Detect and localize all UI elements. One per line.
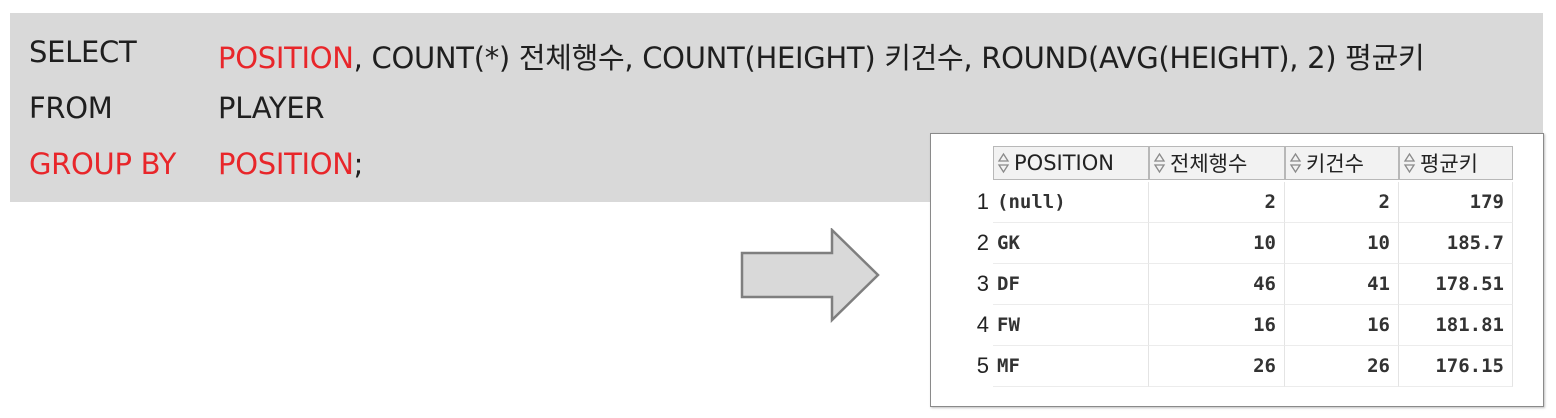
- query-result-grid: POSITION 전체행수 키건수 평균키 1 (null) 2: [930, 133, 1544, 407]
- column-header-height-count[interactable]: 키건수: [1285, 146, 1399, 180]
- sql-from-table: PLAYER: [218, 91, 325, 125]
- sql-select-position: POSITION: [218, 41, 354, 75]
- column-header-total-rows[interactable]: 전체행수: [1149, 146, 1285, 180]
- sort-updown-icon[interactable]: [1289, 152, 1302, 174]
- cell-position[interactable]: (null): [993, 182, 1149, 223]
- sql-select-rest: , COUNT(*) 전체행수, COUNT(HEIGHT) 키건수, ROUN…: [353, 41, 1425, 75]
- right-arrow-icon: [740, 228, 880, 323]
- table-row[interactable]: 1 (null) 2 2 179: [931, 182, 1543, 223]
- sql-groupby-end: ;: [353, 147, 364, 181]
- cell-position[interactable]: MF: [993, 346, 1149, 387]
- cell-avg-height[interactable]: 185.7: [1399, 223, 1513, 264]
- sql-keyword-groupby: GROUP BY: [29, 147, 177, 181]
- row-number: 4: [976, 312, 989, 337]
- sql-query-panel: SELECT POSITION, COUNT(*) 전체행수, COUNT(HE…: [10, 13, 1543, 202]
- cell-total-rows[interactable]: 2: [1149, 182, 1285, 223]
- cell-height-count[interactable]: 41: [1285, 264, 1399, 305]
- row-number: 3: [976, 271, 989, 296]
- sort-updown-icon[interactable]: [997, 152, 1010, 174]
- cell-position[interactable]: FW: [993, 305, 1149, 346]
- table-row[interactable]: 3 DF 46 41 178.51: [931, 264, 1543, 305]
- column-header-position[interactable]: POSITION: [993, 146, 1149, 180]
- sort-updown-icon[interactable]: [1403, 152, 1416, 174]
- row-number: 2: [976, 230, 989, 255]
- cell-total-rows[interactable]: 10: [1149, 223, 1285, 264]
- table-row[interactable]: 5 MF 26 26 176.15: [931, 346, 1543, 387]
- cell-height-count[interactable]: 10: [1285, 223, 1399, 264]
- table-row[interactable]: 4 FW 16 16 181.81: [931, 305, 1543, 346]
- cell-height-count[interactable]: 16: [1285, 305, 1399, 346]
- sql-groupby-position: POSITION: [218, 147, 354, 181]
- cell-avg-height[interactable]: 176.15: [1399, 346, 1513, 387]
- row-number: 1: [976, 189, 989, 214]
- row-number: 5: [976, 353, 989, 378]
- cell-height-count[interactable]: 26: [1285, 346, 1399, 387]
- table-row[interactable]: 2 GK 10 10 185.7: [931, 223, 1543, 264]
- column-header-avg-height[interactable]: 평균키: [1399, 146, 1513, 180]
- cell-position[interactable]: DF: [993, 264, 1149, 305]
- sort-updown-icon[interactable]: [1153, 152, 1166, 174]
- cell-total-rows[interactable]: 16: [1149, 305, 1285, 346]
- cell-position[interactable]: GK: [993, 223, 1149, 264]
- sql-keyword-select: SELECT: [29, 35, 137, 69]
- sql-keyword-from: FROM: [29, 91, 113, 125]
- cell-total-rows[interactable]: 46: [1149, 264, 1285, 305]
- cell-avg-height[interactable]: 178.51: [1399, 264, 1513, 305]
- cell-avg-height[interactable]: 179: [1399, 182, 1513, 223]
- cell-height-count[interactable]: 2: [1285, 182, 1399, 223]
- cell-avg-height[interactable]: 181.81: [1399, 305, 1513, 346]
- cell-total-rows[interactable]: 26: [1149, 346, 1285, 387]
